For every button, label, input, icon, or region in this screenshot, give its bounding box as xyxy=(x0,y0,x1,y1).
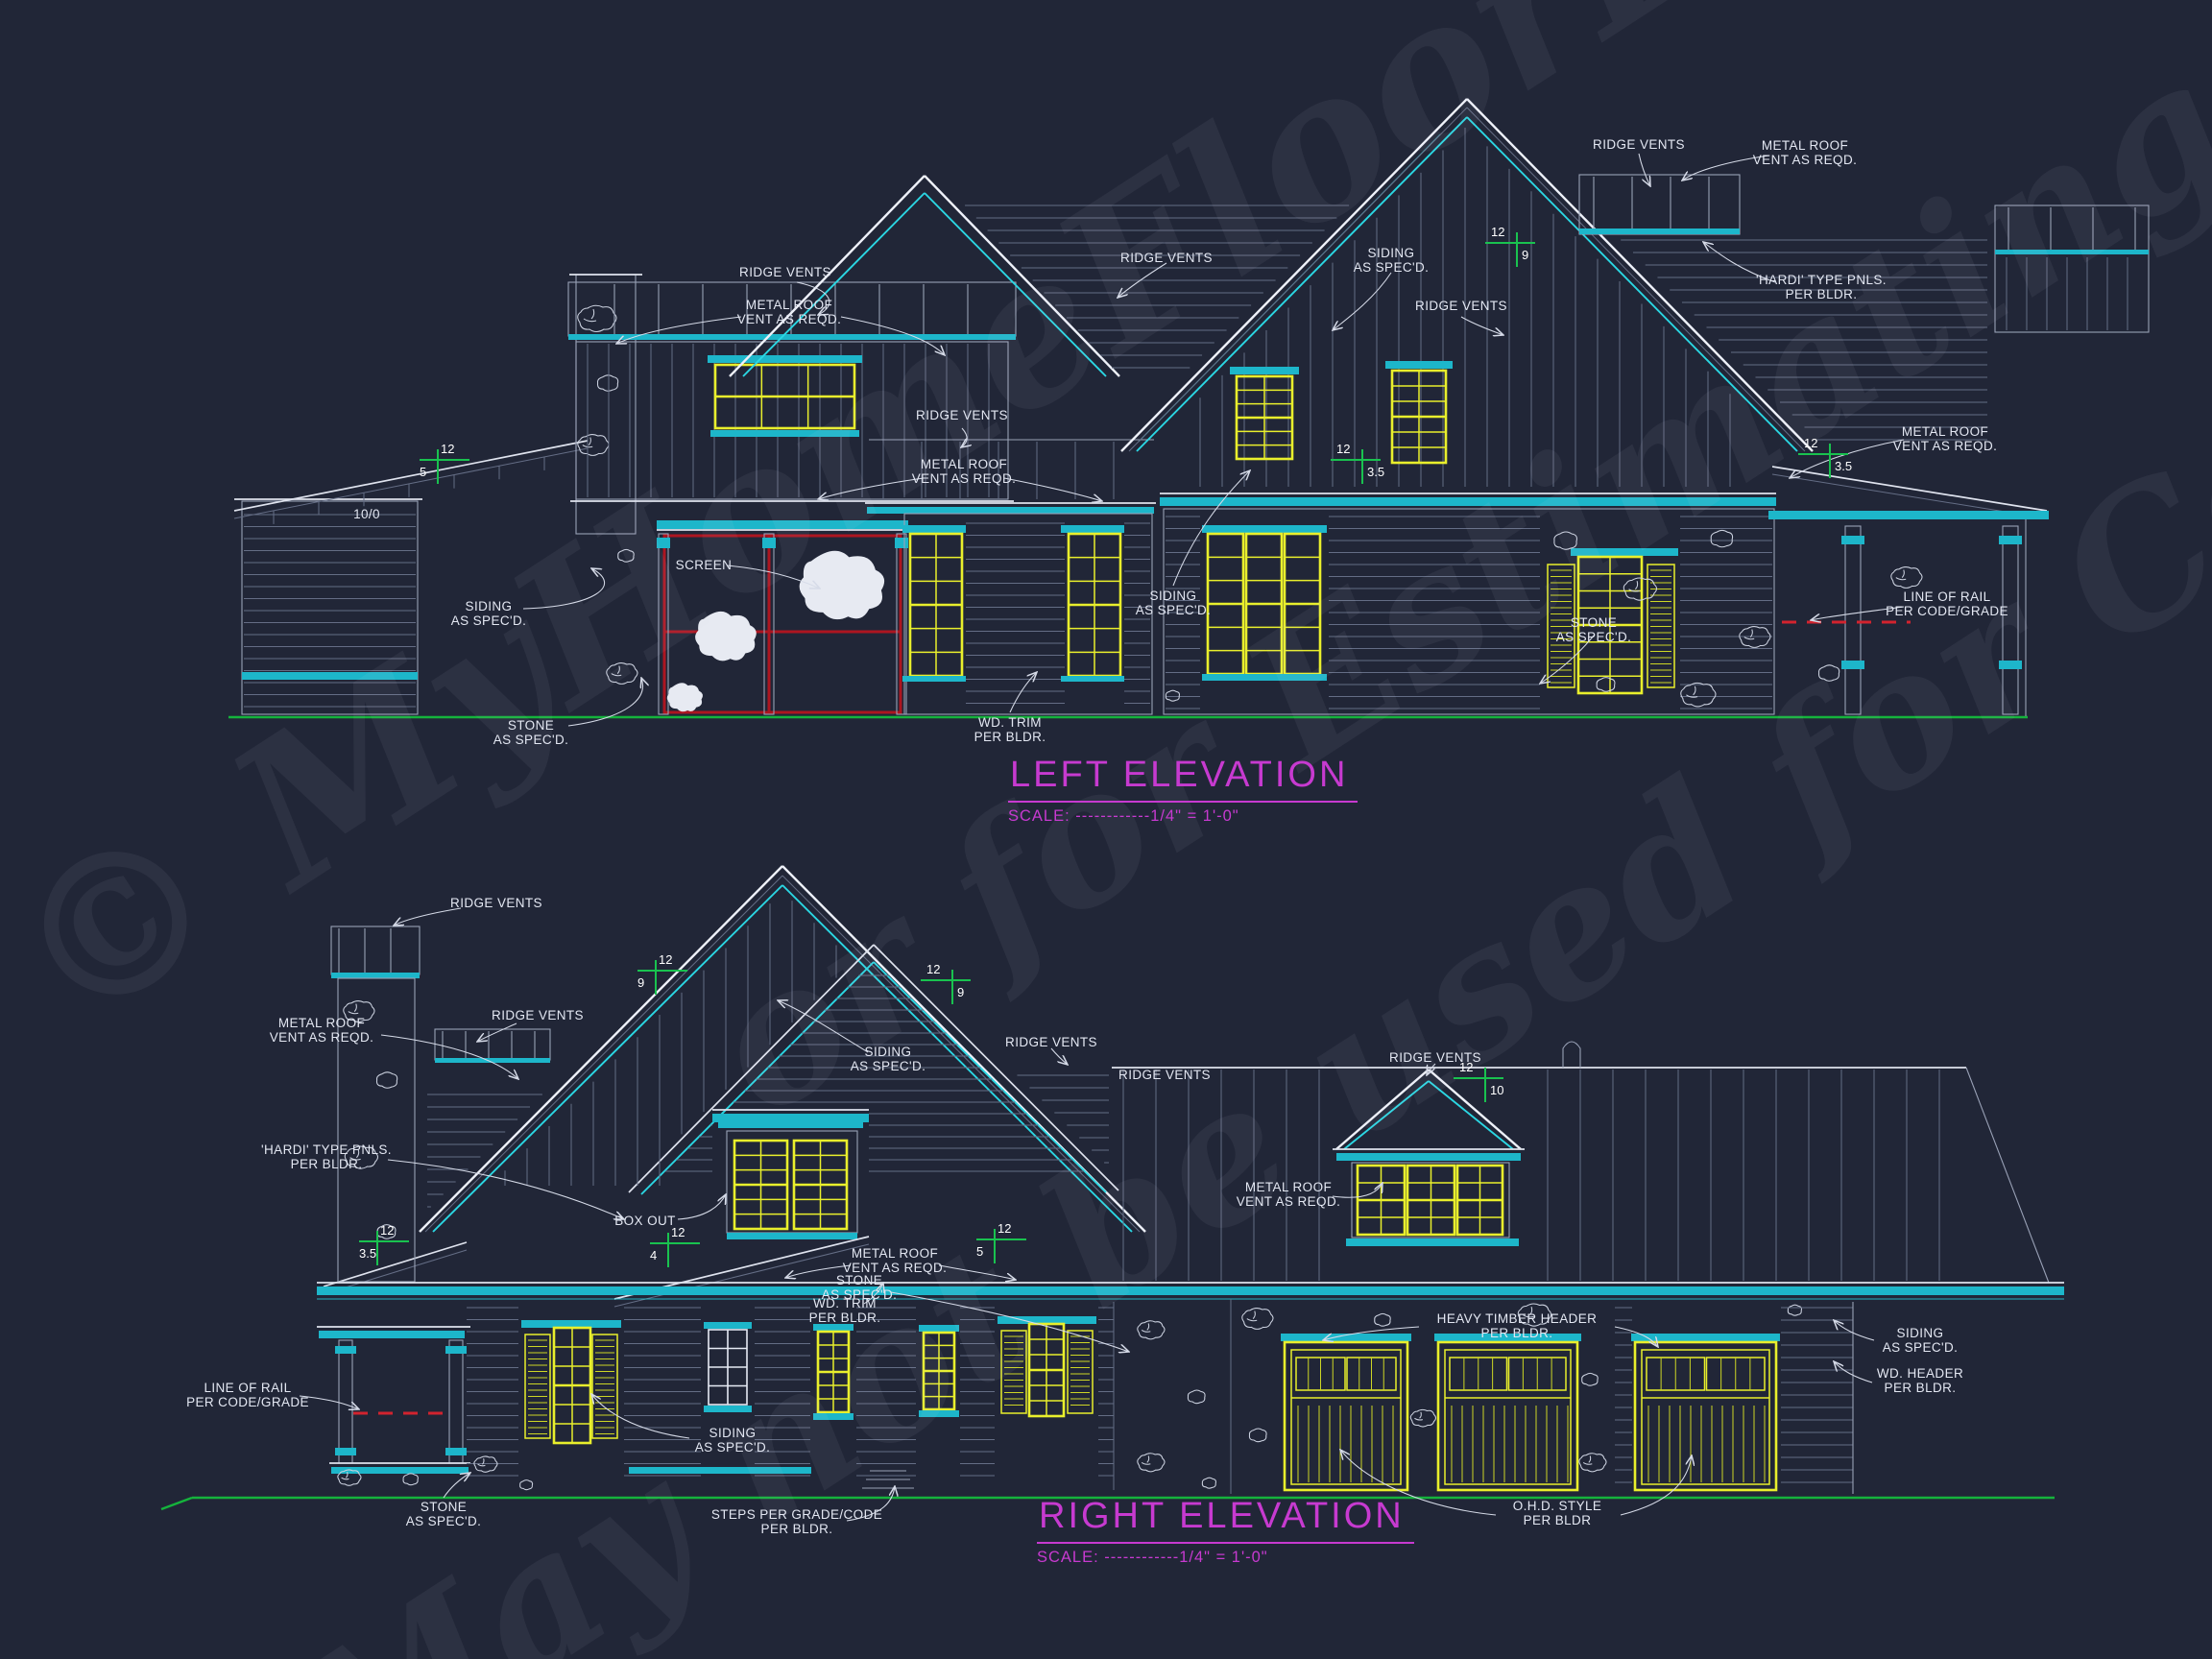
callout-label: SIDING AS SPEC'D. xyxy=(1353,246,1430,275)
callout-label: WD. TRIM PER BLDR. xyxy=(974,715,1046,744)
callout-label: METAL ROOF VENT AS REQD. xyxy=(842,1246,948,1275)
scale-note: SCALE: ------------1/4" = 1'-0" xyxy=(1037,1549,1268,1566)
callout-label: METAL ROOF VENT AS REQD. xyxy=(1236,1180,1341,1209)
scale-note: SCALE: ------------1/4" = 1'-0" xyxy=(1008,807,1239,825)
callout-label: METAL ROOF VENT AS REQD. xyxy=(1892,424,1998,453)
callout-label: SIDING AS SPEC'D. xyxy=(1135,589,1212,617)
callout-label: RIDGE VENTS xyxy=(739,265,831,279)
right-elevation-drawing xyxy=(160,865,2064,1522)
callout-label: BOX OUT xyxy=(614,1214,676,1228)
callout-label: RIDGE VENTS xyxy=(450,896,542,910)
callout-label: RIDGE VENTS xyxy=(1005,1035,1097,1049)
callout-label: O.H.D. STYLE PER BLDR xyxy=(1512,1499,1602,1527)
callout-label: HEAVY TIMBER HEADER PER BLDR. xyxy=(1436,1311,1598,1340)
callout-label: METAL ROOF VENT AS REQD. xyxy=(911,457,1017,486)
callout-label: LINE OF RAIL PER CODE/GRADE xyxy=(1886,589,2008,618)
right-elevation-title: RIGHT ELEVATION SCALE: ------------1/4" … xyxy=(1037,1496,1414,1567)
callout-label: 'HARDI' TYPE PNLS. PER BLDR. xyxy=(1756,273,1887,301)
callout-label: STONE AS SPEC'D. xyxy=(821,1273,898,1302)
callout-label: RIDGE VENTS xyxy=(1389,1050,1481,1065)
callout-label: WD. HEADER PER BLDR. xyxy=(1876,1366,1964,1395)
callout-label: RIDGE VENTS xyxy=(492,1008,584,1022)
left-elevation-drawing xyxy=(228,98,2150,727)
callout-label: RIDGE VENTS xyxy=(1118,1068,1211,1082)
callout-label: STONE AS SPEC'D. xyxy=(493,718,569,747)
callout-label: SIDING AS SPEC'D. xyxy=(1882,1326,1959,1355)
callout-label: STEPS PER GRADE/CODE PER BLDR. xyxy=(710,1507,883,1536)
callout-label: SCREEN xyxy=(675,558,733,572)
callout-label: 10/0 xyxy=(353,507,380,521)
callout-label: SIDING AS SPEC'D. xyxy=(850,1045,926,1073)
callout-label: WD. TRIM PER BLDR. xyxy=(808,1296,881,1325)
callout-label: SIDING AS SPEC'D. xyxy=(694,1426,771,1455)
page-title: RIGHT ELEVATION xyxy=(1037,1496,1414,1544)
callout-label: METAL ROOF VENT AS REQD. xyxy=(736,298,842,326)
callout-label: METAL ROOF VENT AS REQD. xyxy=(269,1016,374,1045)
callout-label: RIDGE VENTS xyxy=(1415,299,1507,313)
callout-label: RIDGE VENTS xyxy=(1120,251,1213,265)
callout-label: SIDING AS SPEC'D. xyxy=(450,599,527,628)
left-elevation-title: LEFT ELEVATION SCALE: ------------1/4" =… xyxy=(1008,755,1358,826)
callout-label: LINE OF RAIL PER CODE/GRADE xyxy=(186,1381,309,1409)
callout-label: RIDGE VENTS xyxy=(916,408,1008,422)
callout-label: STONE AS SPEC'D. xyxy=(1555,615,1632,644)
callout-label: STONE AS SPEC'D. xyxy=(405,1500,482,1528)
callout-label: METAL ROOF VENT AS REQD. xyxy=(1752,138,1858,167)
callout-label: 'HARDI' TYPE PNLS. PER BLDR. xyxy=(261,1142,392,1171)
page-title: LEFT ELEVATION xyxy=(1008,755,1358,803)
callout-label: RIDGE VENTS xyxy=(1593,137,1685,152)
